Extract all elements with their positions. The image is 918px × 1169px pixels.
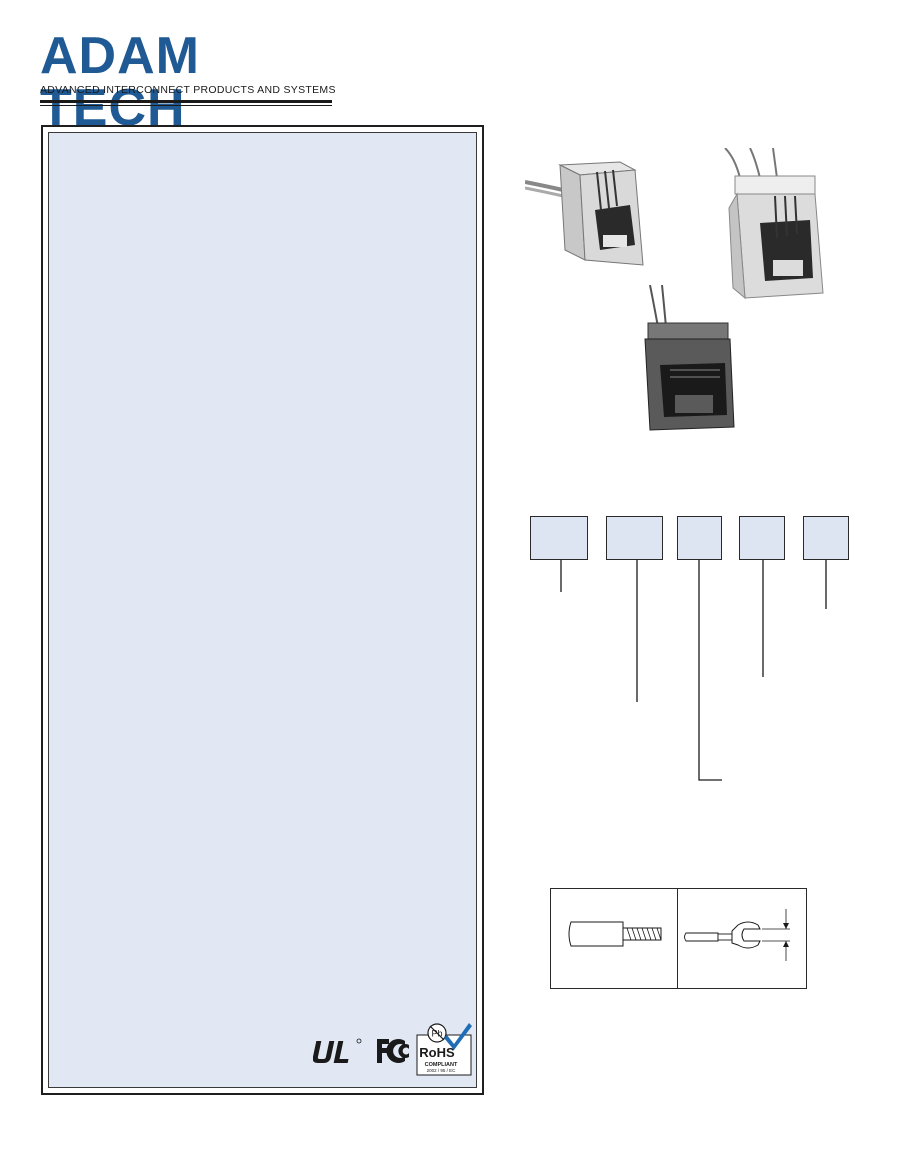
rohs-compliant-label: COMPLIANT [425, 1062, 458, 1068]
fcc-icon: FC [377, 1039, 409, 1063]
lead-termination-diagram [550, 888, 807, 989]
logo-rule [40, 100, 332, 103]
rohs-pb-symbol: Pb [431, 1029, 442, 1039]
rohs-directive-label: 2002 / 95 / EC [427, 1068, 457, 1073]
company-tagline: ADVANCED INTERCONNECT PRODUCTS AND SYSTE… [40, 84, 336, 96]
specification-panel: UL FC Pb RoHS COMPLIANT 2002 / 95 / EC [41, 125, 484, 1095]
stripped-lead-illustration [568, 921, 662, 947]
company-logo: ADAM TECH [40, 30, 335, 134]
part-number-box-type [606, 516, 663, 560]
product-photo-top-entry [724, 148, 824, 300]
part-number-box-series [530, 516, 588, 560]
certification-marks: UL FC Pb RoHS COMPLIANT 2002 / 95 / EC [313, 1023, 472, 1076]
specification-panel-body [48, 132, 477, 1088]
checkmark-icon [444, 1023, 472, 1050]
part-number-box-contacts [739, 516, 785, 560]
part-number-box-options [803, 516, 849, 560]
rohs-label: RoHS [419, 1045, 455, 1060]
product-photo-shielded [644, 285, 735, 431]
rohs-compliant-icon: Pb RoHS COMPLIANT 2002 / 95 / EC [416, 1023, 472, 1076]
product-photo-side-entry [525, 161, 644, 266]
diagram-divider [677, 889, 678, 988]
part-number-box-positions [677, 516, 722, 560]
logo-wordmark: ADAM TECH [40, 27, 200, 137]
spade-lug-illustration [684, 909, 790, 961]
logo-rule-thin [40, 105, 332, 106]
